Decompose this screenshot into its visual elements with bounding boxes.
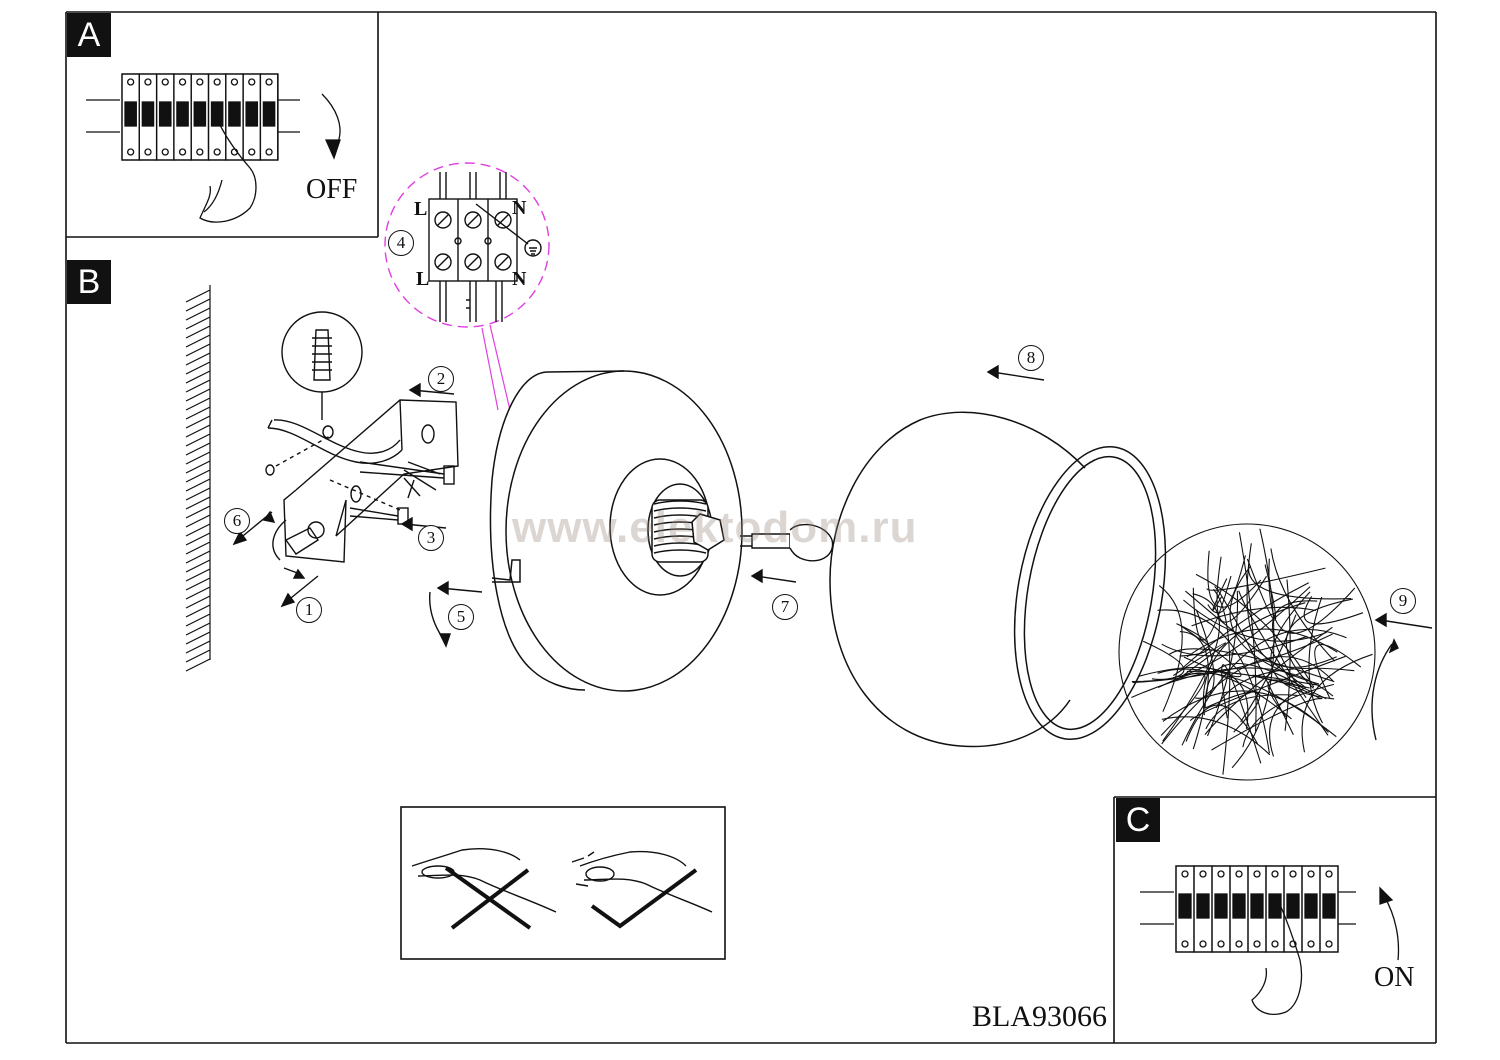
step-3: 3 [418, 525, 444, 551]
g9-bulb [740, 523, 834, 562]
model-number: BLA93066 [972, 1000, 1107, 1033]
panel-letter-a: A [67, 13, 111, 57]
step-8: 8 [1018, 345, 1044, 371]
wall-hatch [185, 285, 211, 672]
step-5: 5 [448, 604, 474, 630]
mounting-bracket [262, 311, 459, 579]
step-4: 4 [388, 230, 414, 256]
step-2: 2 [428, 366, 454, 392]
glass-globe [829, 411, 1167, 748]
handling-pictograms [411, 848, 713, 930]
terminal-l-top: L [414, 198, 428, 220]
panel-letter-b: B [67, 260, 111, 304]
step-1: 1 [296, 597, 322, 623]
on-label: ON [1374, 962, 1415, 993]
terminal-n-bottom: N [512, 268, 527, 290]
terminal-block-detail [384, 162, 550, 411]
wire-ball-shade [1118, 523, 1376, 781]
terminal-l-bottom: L [416, 268, 430, 290]
off-label: OFF [306, 174, 358, 205]
watermark: www.elektodom.ru [512, 503, 918, 552]
panel-letter-c: C [1116, 798, 1160, 842]
terminal-n-top: N [512, 197, 527, 219]
breaker-panel-on [1140, 865, 1400, 1015]
step-7: 7 [772, 594, 798, 620]
step-6: 6 [224, 508, 250, 534]
assembly-arrows [232, 364, 1433, 741]
breaker-panel-off [86, 73, 341, 223]
step-9: 9 [1390, 588, 1416, 614]
ceiling-canopy [489, 370, 743, 692]
